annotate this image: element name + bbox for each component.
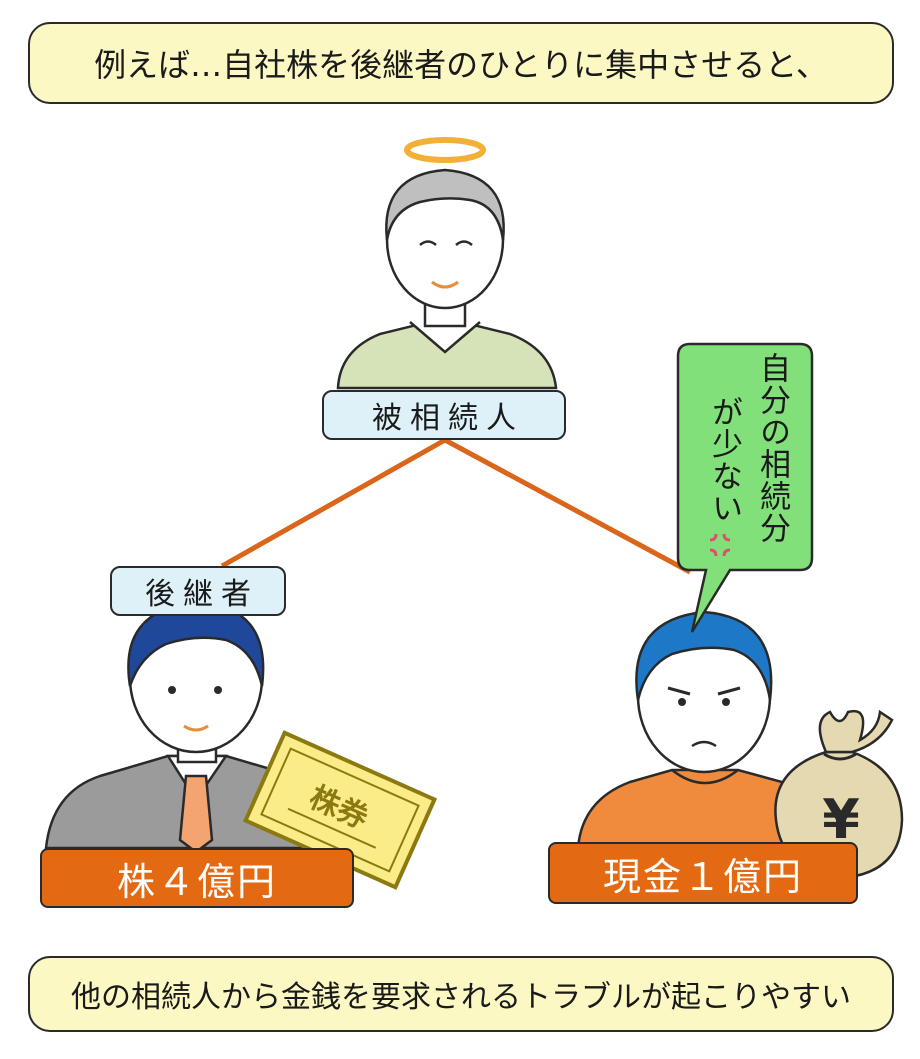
stock-certificate-icon [242,730,438,890]
footer-box: 他の相続人から金銭を要求されるトラブルが起こりやすい [28,956,894,1032]
successor-asset-text: 株４億円 [116,859,277,904]
speech-line-2: が少ない [706,396,742,524]
halo-icon [404,137,486,163]
heir-asset-label: 現金１億円 [548,842,858,904]
decedent-figure [336,137,558,390]
successor-label: 後継者 [110,566,286,616]
header-box: 例えば…自社株を後継者のひとりに集中させると、 [28,22,894,104]
successor-label-text: 後継者 [145,577,259,612]
yen-symbol: ¥ [822,787,860,851]
header-text: 例えば…自社株を後継者のひとりに集中させると、 [94,46,828,84]
footer-text: 他の相続人から金銭を要求されるトラブルが起こりやすい [71,980,851,1015]
speech-line-1: 自分の相続分 [754,352,790,544]
successor-asset-label: 株４億円 [40,848,354,908]
anger-icon [709,533,731,557]
decedent-label: 被相続人 [322,390,566,440]
line-to-heir [443,437,692,575]
decedent-label-text: 被相続人 [372,401,524,436]
yen-symbol-box: ¥ [808,786,874,852]
line-to-successor [220,437,447,569]
speech-bubble [676,342,814,633]
heir-asset-text: 現金１億円 [602,854,803,899]
